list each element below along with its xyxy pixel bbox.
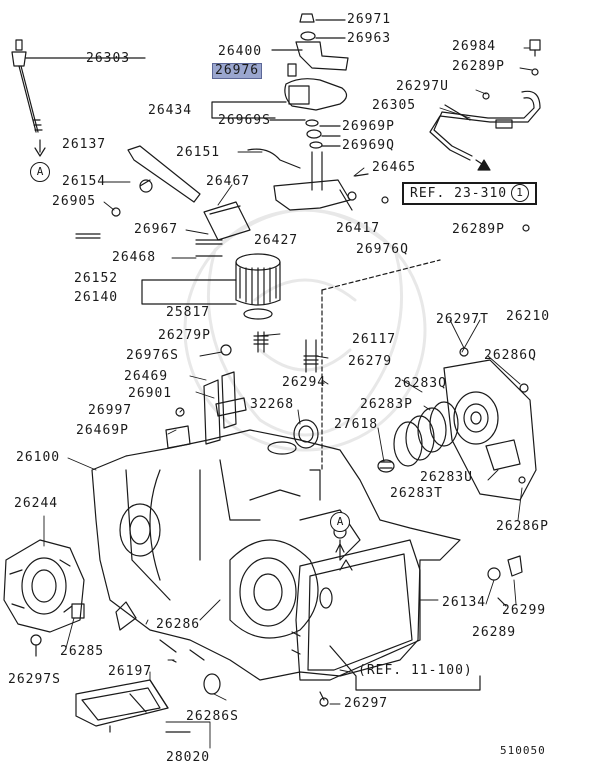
part-label-26285[interactable]: 26285 [60,644,105,659]
filter-canister [141,253,281,320]
part-label-26297[interactable]: 26297 [344,696,389,711]
part-label-26297U[interactable]: 26297U [396,79,449,94]
reference-23-310-index: 1 [511,184,530,202]
part-label-32268[interactable]: 32268 [250,397,295,412]
part-label-26289[interactable]: 26289 [472,625,517,640]
part-label-26984[interactable]: 26984 [452,39,497,54]
part-label-26289P-mid[interactable]: 26289P [452,222,505,237]
valve-brackets [165,371,247,449]
part-label-26468[interactable]: 26468 [112,250,157,265]
part-label-26901[interactable]: 26901 [128,386,173,401]
drain-parts [487,224,530,607]
part-label-26283P[interactable]: 26283P [360,397,413,412]
reference-23-310-text: REF. 23-310 [410,185,508,201]
part-label-26963[interactable]: 26963 [347,31,392,46]
cooler-pipe [429,39,541,171]
part-label-26297T[interactable]: 26297T [436,312,489,327]
part-label-26286P[interactable]: 26286P [496,519,549,534]
part-label-26283T[interactable]: 26283T [390,486,443,501]
part-label-26137[interactable]: 26137 [62,137,107,152]
part-label-26244[interactable]: 26244 [14,496,59,511]
part-label-26969Q[interactable]: 26969Q [342,138,395,153]
converter-housing [3,539,85,657]
diagram-code: 510050 [500,744,546,757]
part-label-26140[interactable]: 26140 [74,290,119,305]
part-label-26967[interactable]: 26967 [134,222,179,237]
part-label-26469[interactable]: 26469 [124,369,169,384]
oil-pan [291,539,481,707]
part-label-26434[interactable]: 26434 [148,103,193,118]
part-label-25817[interactable]: 25817 [166,305,211,320]
part-label-26286S[interactable]: 26286S [186,709,239,724]
part-label-26976-highlighted[interactable]: 26976 [212,63,263,79]
linkage-parts [75,145,251,257]
part-label-26969S[interactable]: 26969S [218,113,271,128]
part-label-26303[interactable]: 26303 [86,51,131,66]
part-label-26969P[interactable]: 26969P [342,119,395,134]
part-label-26297S[interactable]: 26297S [8,672,61,687]
part-label-26467[interactable]: 26467 [206,174,251,189]
part-label-26286[interactable]: 26286 [156,617,201,632]
part-label-27618[interactable]: 27618 [334,417,379,432]
part-label-26289P-top[interactable]: 26289P [452,59,505,74]
part-label-26294[interactable]: 26294 [282,375,327,390]
connector-marker-a-left: A [30,162,50,182]
part-label-26117[interactable]: 26117 [352,332,397,347]
reference-11-100[interactable]: (REF. 11-100) [358,663,473,678]
watermark [183,208,427,452]
shift-lever-assembly [247,13,389,211]
part-label-26299[interactable]: 26299 [502,603,547,618]
part-label-26283Q[interactable]: 26283Q [394,376,447,391]
part-label-26305[interactable]: 26305 [372,98,417,113]
bracket-26434 [211,101,287,119]
part-label-26427[interactable]: 26427 [254,233,299,248]
part-label-26100[interactable]: 26100 [16,450,61,465]
part-label-28020: 28020 [166,750,211,765]
connector-marker-a-case: A [330,512,350,532]
part-label-26976S[interactable]: 26976S [126,348,179,363]
strainer [75,601,221,733]
part-label-26286Q[interactable]: 26286Q [484,348,537,363]
pins [220,259,441,471]
part-label-26154[interactable]: 26154 [62,174,107,189]
part-label-26905[interactable]: 26905 [52,194,97,209]
part-label-26469P[interactable]: 26469P [76,423,129,438]
end-cover [443,347,537,501]
part-label-26997[interactable]: 26997 [88,403,133,418]
part-label-26465[interactable]: 26465 [372,160,417,175]
part-label-26152[interactable]: 26152 [74,271,119,286]
part-label-26400[interactable]: 26400 [218,44,263,59]
part-label-26279P[interactable]: 26279P [158,328,211,343]
leader-lines [43,47,533,749]
part-label-26279[interactable]: 26279 [348,354,393,369]
part-label-26417[interactable]: 26417 [336,221,381,236]
part-label-26151[interactable]: 26151 [176,145,221,160]
transaxle-case [91,429,461,681]
dipstick [11,39,146,157]
seals [267,401,459,473]
part-label-26283U[interactable]: 26283U [420,470,473,485]
part-label-26210[interactable]: 26210 [506,309,551,324]
part-label-26134[interactable]: 26134 [442,595,487,610]
part-label-26976Q[interactable]: 26976Q [356,242,409,257]
part-label-26197[interactable]: 26197 [108,664,153,679]
part-label-26971[interactable]: 26971 [347,12,392,27]
